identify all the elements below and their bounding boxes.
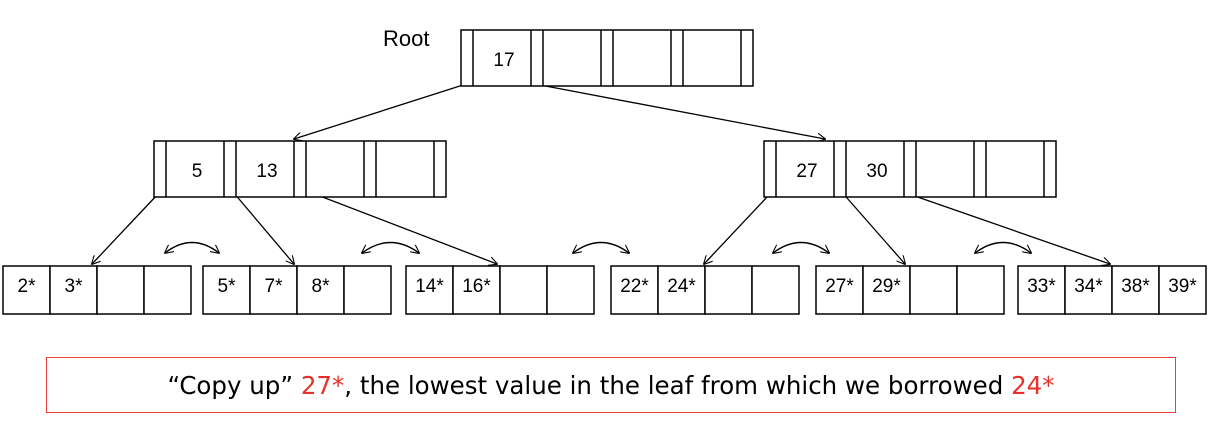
leaf-node-6: 33* 34* 38* 39* xyxy=(1017,265,1207,315)
sibling-link-arrow xyxy=(362,241,419,254)
sibling-link-arrow xyxy=(165,241,219,254)
leaf-node-4: 22* 24* xyxy=(610,265,800,315)
leaf-key: 24* xyxy=(667,276,696,297)
caption-box: “Copy up” 27* , the lowest value in the … xyxy=(46,357,1176,413)
leaf-node-2: 5* 7* 8* xyxy=(202,265,392,315)
leaf-cell xyxy=(343,265,392,315)
leaf-cell xyxy=(143,265,192,315)
caption-text-1: “Copy up” xyxy=(167,370,301,400)
sibling-link-arrow xyxy=(975,241,1031,254)
caption-text-2: , the lowest value in the leaf from whic… xyxy=(344,370,1012,400)
root-node: 17 xyxy=(460,29,754,87)
leaf-key: 39* xyxy=(1168,276,1197,297)
node-key: 5 xyxy=(192,161,203,182)
leaf-node-3: 14* 16* xyxy=(405,265,595,315)
root-label: Root xyxy=(383,26,430,51)
leaf-cell xyxy=(546,265,595,315)
leaf-node-5: 27* 29* xyxy=(815,265,1005,315)
leaf-key: 2* xyxy=(18,276,37,297)
leaf-cell xyxy=(96,265,145,315)
leaf-key: 38* xyxy=(1121,276,1150,297)
leaf-cell xyxy=(1111,265,1160,315)
pointer-arrow xyxy=(227,185,294,264)
leaf-key: 29* xyxy=(872,276,901,297)
leaf-cell xyxy=(249,265,298,315)
pointer-arrow xyxy=(704,195,769,264)
pointer-arrow xyxy=(294,84,464,139)
leaf-node-1: 2* 3* xyxy=(2,265,192,315)
leaf-cell xyxy=(405,265,454,315)
pointer-arrow xyxy=(908,193,1110,264)
caption-highlight-24: 24* xyxy=(1011,370,1055,400)
node-key: 13 xyxy=(256,161,277,182)
sibling-link-arrow xyxy=(573,241,629,254)
leaf-key: 5* xyxy=(218,276,237,297)
leaf-cell xyxy=(909,265,958,315)
leaf-key: 7* xyxy=(265,276,284,297)
leaf-cell xyxy=(1064,265,1113,315)
leaf-cell xyxy=(1158,265,1207,315)
leaf-key: 33* xyxy=(1027,276,1056,297)
pointer-arrow xyxy=(839,189,905,264)
leaf-key: 27* xyxy=(825,276,854,297)
leaf-cell xyxy=(499,265,548,315)
leaf-key: 16* xyxy=(462,276,491,297)
leaf-key: 22* xyxy=(620,276,649,297)
leaf-key: 8* xyxy=(312,276,331,297)
leaf-cell xyxy=(862,265,911,315)
leaf-key: 14* xyxy=(415,276,444,297)
leaf-key: 34* xyxy=(1074,276,1103,297)
leaf-cell xyxy=(610,265,659,315)
leaf-cell xyxy=(657,265,706,315)
leaf-cell xyxy=(956,265,1005,315)
pointer-arrow xyxy=(298,187,497,264)
leaf-cell xyxy=(2,265,51,315)
leaf-cell xyxy=(452,265,501,315)
node-key: 17 xyxy=(493,50,514,71)
internal-node-2: 27 30 xyxy=(763,140,1057,198)
leaf-cell xyxy=(751,265,800,315)
node-border xyxy=(460,29,754,87)
leaf-cell xyxy=(704,265,753,315)
leaf-key: 3* xyxy=(65,276,84,297)
internal-node-1: 5 13 xyxy=(153,140,447,198)
node-key: 30 xyxy=(866,161,887,182)
pointer-arrow xyxy=(534,83,825,139)
sibling-link-arrow xyxy=(773,241,829,254)
node-border xyxy=(763,140,1057,198)
node-border xyxy=(153,140,447,198)
caption-highlight-27: 27* xyxy=(300,370,345,400)
pointer-arrow xyxy=(92,193,159,264)
leaf-cell xyxy=(49,265,98,315)
node-key: 27 xyxy=(796,161,817,182)
